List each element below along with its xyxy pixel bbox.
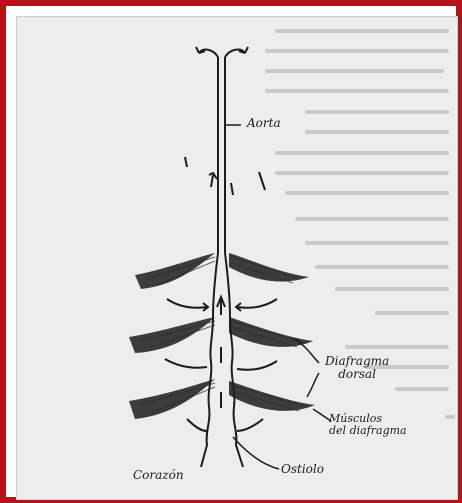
flow-arrows-lateral	[165, 299, 277, 431]
heart-tube	[201, 253, 243, 467]
aorta-outflow-arrows	[196, 47, 248, 57]
label-diaphragm-dorsal: Diafragma dorsal	[325, 355, 389, 380]
label-diaphragm-muscles: Músculos del diafragma	[329, 413, 407, 436]
label-diaphragm-line-1: Diafragma	[325, 355, 389, 368]
label-aorta: Aorta	[247, 117, 281, 130]
scanned-page: Aorta Diafragma dorsal Músculos del diaf…	[16, 16, 458, 500]
label-muscles-line-1: Músculos	[329, 413, 407, 425]
aorta-vessel	[218, 57, 225, 253]
label-ostiole: Ostiolo	[281, 463, 324, 476]
label-leader-lines	[226, 125, 331, 469]
label-heart: Corazón	[133, 469, 184, 482]
label-diaphragm-line-2: dorsal	[325, 368, 389, 381]
label-muscles-line-2: del diafragma	[329, 425, 407, 437]
